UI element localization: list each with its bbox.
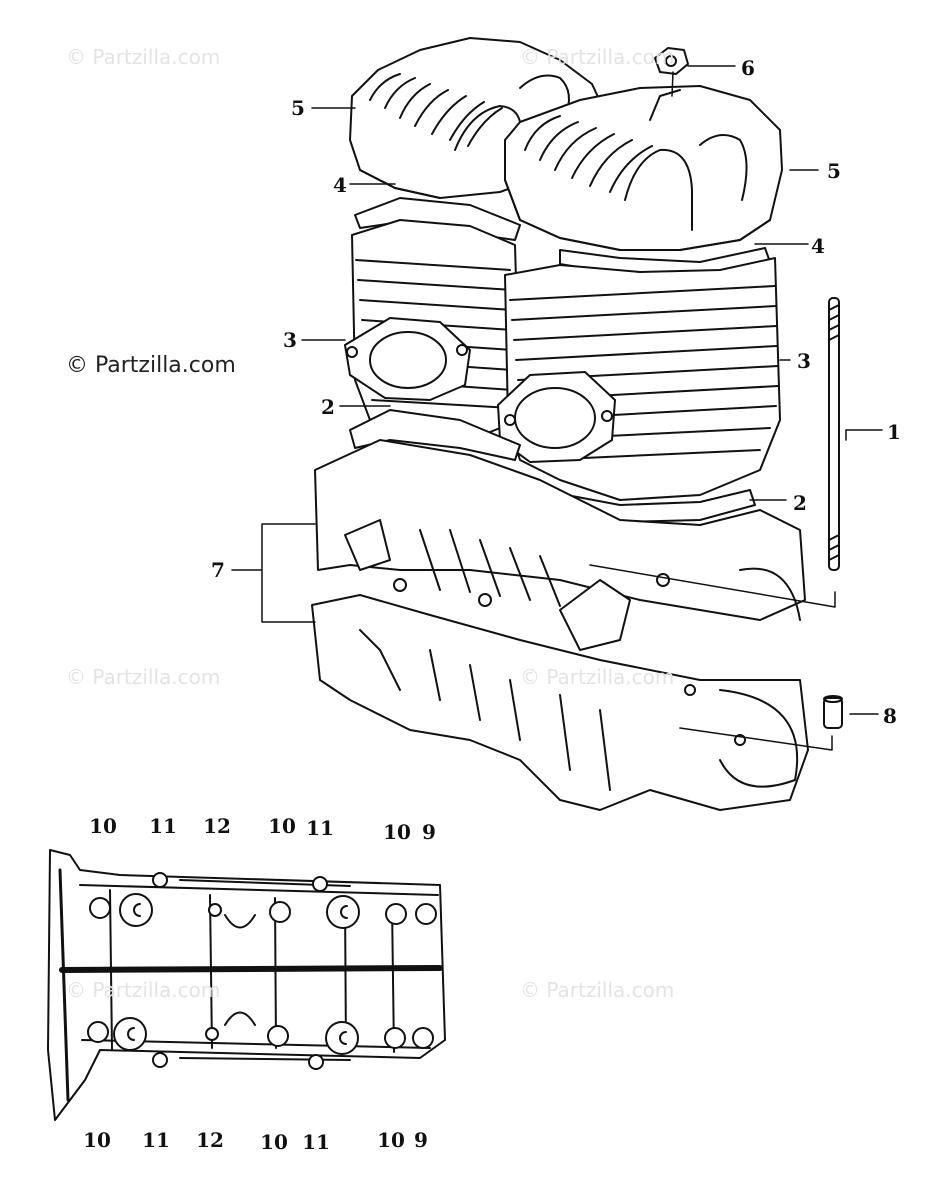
callout-11-bottom-view: 11 [302, 1130, 330, 1154]
cylinder-head-front [504, 85, 783, 251]
callout-3-exhaust-flange: 3 [797, 349, 811, 373]
callout-7-crankcase: 7 [211, 558, 225, 582]
callout-4-head-gasket: 4 [811, 234, 825, 258]
callout-11-bottom-view: 11 [142, 1128, 170, 1152]
callout-4-head-gasket: 4 [333, 173, 347, 197]
callout-2-base-gasket: 2 [793, 491, 807, 515]
callout-10-bottom-view: 10 [383, 820, 411, 844]
crankcase-bottom-view [47, 849, 446, 1121]
callout-11-bottom-view: 11 [149, 814, 177, 838]
callout-10-bottom-view: 10 [377, 1128, 405, 1152]
leader-lines [231, 65, 883, 751]
nut-icon [654, 47, 689, 75]
watermark-top-center: © Partzilla.com [520, 45, 675, 69]
callout-12-bottom-view: 12 [196, 1128, 224, 1152]
watermark-main: © Partzilla.com [66, 353, 236, 378]
callout-3-exhaust-flange: 3 [283, 328, 297, 352]
callout-1-stud: 1 [887, 420, 901, 444]
callout-8-dowel-pin: 8 [883, 704, 897, 728]
callout-10-bottom-view: 10 [268, 814, 296, 838]
watermark-top-left: © Partzilla.com [66, 45, 221, 69]
watermark-bottom-right: © Partzilla.com [520, 978, 675, 1002]
watermark-mid-left: © Partzilla.com [66, 665, 221, 689]
callout-2-base-gasket: 2 [321, 395, 335, 419]
exhaust-flange-rear [344, 317, 471, 401]
callout-10-bottom-view: 10 [260, 1130, 288, 1154]
callout-12-bottom-view: 12 [203, 814, 231, 838]
callout-9-bottom-view: 9 [422, 820, 436, 844]
dowel-pin [823, 695, 843, 729]
callout-11-bottom-view: 11 [306, 816, 334, 840]
callout-9-bottom-view: 9 [414, 1128, 428, 1152]
watermark-bottom-left: © Partzilla.com [66, 978, 221, 1002]
callout-5-cylinder-head: 5 [827, 159, 841, 183]
callout-6-nut: 6 [741, 56, 755, 80]
crankcase-upper [314, 439, 806, 651]
through-stud [828, 297, 840, 571]
crankcase-lower [311, 594, 809, 811]
callout-10-bottom-view: 10 [89, 814, 117, 838]
callout-10-bottom-view: 10 [83, 1128, 111, 1152]
callout-5-cylinder-head: 5 [291, 96, 305, 120]
watermark-mid-center: © Partzilla.com [520, 665, 675, 689]
